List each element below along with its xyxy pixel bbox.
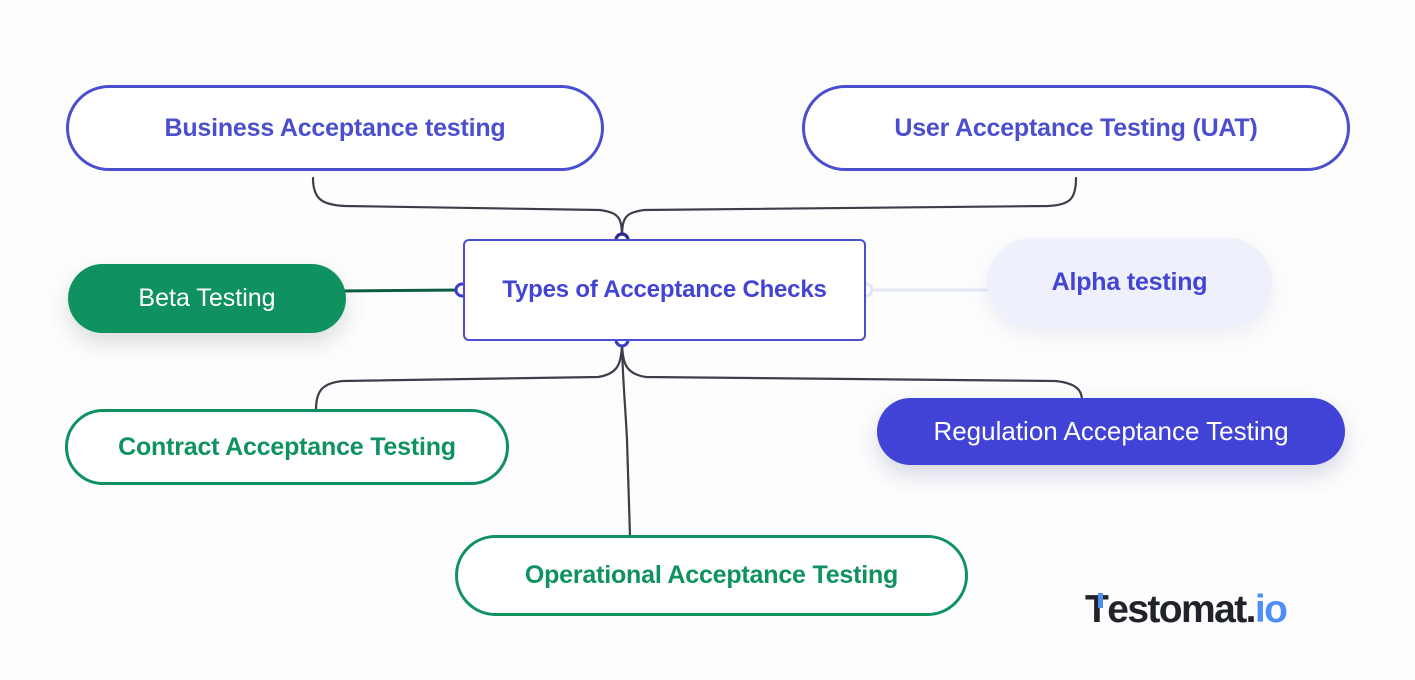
node-label: Beta Testing bbox=[138, 284, 276, 313]
node-operational-acceptance-testing[interactable]: Operational Acceptance Testing bbox=[455, 535, 968, 616]
connector-center-to-uat bbox=[620, 176, 1078, 242]
logo-tick-mark bbox=[1098, 593, 1103, 608]
node-label: Contract Acceptance Testing bbox=[118, 432, 456, 461]
connector-center-to-operational bbox=[620, 338, 632, 538]
node-beta-testing[interactable]: Beta Testing bbox=[68, 264, 346, 333]
center-node-label: Types of Acceptance Checks bbox=[502, 276, 827, 304]
node-types-of-acceptance-checks[interactable]: Types of Acceptance Checks bbox=[463, 239, 866, 341]
node-label: Business Acceptance testing bbox=[164, 113, 506, 142]
node-business-acceptance-testing[interactable]: Business Acceptance testing bbox=[66, 85, 604, 171]
connector-center-to-beta bbox=[338, 288, 464, 293]
connector-center-to-contract bbox=[314, 338, 624, 412]
node-regulation-acceptance-testing[interactable]: Regulation Acceptance Testing bbox=[877, 398, 1345, 465]
node-label: User Acceptance Testing (UAT) bbox=[894, 113, 1258, 142]
node-label: Alpha testing bbox=[1051, 268, 1208, 297]
node-label: Regulation Acceptance Testing bbox=[933, 415, 1289, 446]
logo-letter-t: T bbox=[1085, 588, 1109, 631]
connector-center-to-business bbox=[311, 176, 624, 242]
logo-dot: . bbox=[1245, 588, 1257, 631]
connector-center-to-regulation bbox=[620, 338, 1084, 402]
logo-name-rest: estomat bbox=[1107, 588, 1247, 631]
logo-io-suffix: io bbox=[1254, 588, 1288, 631]
node-alpha-testing[interactable]: Alpha testing bbox=[987, 238, 1272, 327]
node-contract-acceptance-testing[interactable]: Contract Acceptance Testing bbox=[65, 409, 509, 485]
node-user-acceptance-testing[interactable]: User Acceptance Testing (UAT) bbox=[802, 85, 1350, 171]
node-label: Operational Acceptance Testing bbox=[524, 561, 899, 590]
